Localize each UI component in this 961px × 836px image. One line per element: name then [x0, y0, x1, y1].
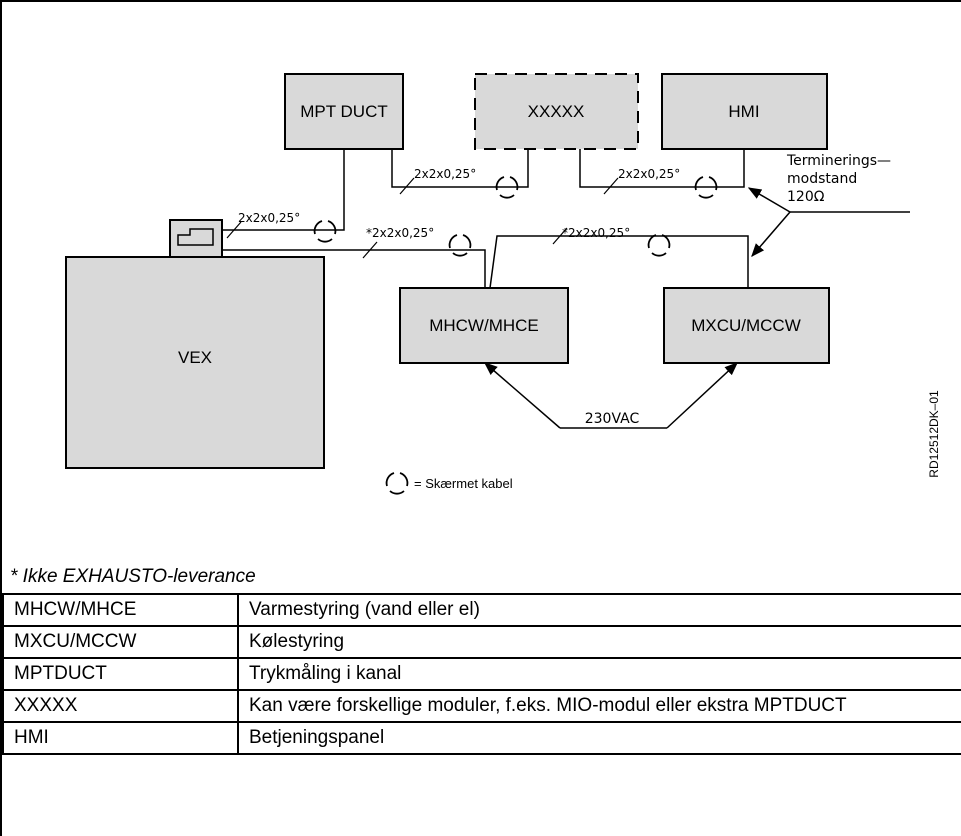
legend-code: HMI: [2, 721, 239, 755]
shield-legend: = Skærmet kabel: [414, 476, 513, 491]
legend-code: MPTDUCT: [2, 657, 239, 691]
shield-icon: [385, 472, 409, 495]
shield-icon: [495, 176, 519, 199]
label-vex: VEX: [178, 348, 212, 367]
cable-label: 2x2x0,25°: [618, 167, 680, 181]
legend-table: MHCW/MHCE Varmestyring (vand eller el) M…: [2, 593, 961, 755]
connector-icon: [177, 228, 214, 246]
box-vex: VEX: [65, 256, 325, 469]
label-hmi: HMI: [728, 102, 759, 121]
cable-label: 2x2x0,25°: [414, 167, 476, 181]
legend-desc: Varmestyring (vand eller el): [237, 593, 961, 627]
legend-code: MHCW/MHCE: [2, 593, 239, 627]
cable-label: 2x2x0,25°: [238, 211, 300, 225]
label-mpt-duct: MPT DUCT: [300, 102, 388, 121]
shield-icon: [448, 234, 472, 257]
table-row: MHCW/MHCE Varmestyring (vand eller el): [2, 593, 961, 627]
legend-code: XXXXX: [2, 689, 239, 723]
box-xxxxx: XXXXX: [474, 73, 639, 150]
cable-label: *2x2x0,25°: [366, 226, 434, 240]
shield-icon: [647, 234, 671, 257]
shield-symbols: [313, 176, 718, 495]
legend-desc: Kan være forskellige moduler, f.eks. MIO…: [237, 689, 961, 723]
cable-label: *2x2x0,25°: [562, 226, 630, 240]
box-mxcu: MXCU/MCCW: [663, 287, 830, 364]
legend-desc: Trykmåling i kanal: [237, 657, 961, 691]
legend-desc: Kølestyring: [237, 625, 961, 659]
box-hmi: HMI: [661, 73, 828, 150]
legend-desc: Betjeningspanel: [237, 721, 961, 755]
shield-icon: [694, 176, 718, 199]
cable-labels: 2x2x0,25° 2x2x0,25° 2x2x0,25° *2x2x0,25°…: [238, 167, 680, 240]
table-row: XXXXX Kan være forskellige moduler, f.ek…: [2, 689, 961, 723]
termination-line-3: 120Ω: [787, 189, 825, 205]
termination-line-2: modstand: [787, 171, 857, 187]
termination-line-1: Terminerings—: [786, 153, 891, 169]
termination-note: Terminerings— modstand 120Ω: [747, 153, 891, 258]
shield-icon: [313, 220, 337, 243]
footnote: * Ikke EXHAUSTO-leverance: [10, 566, 256, 587]
power-label: 230VAC: [585, 411, 640, 427]
label-xxxxx: XXXXX: [528, 102, 585, 121]
bus-lines: [222, 149, 910, 289]
drawing-id: RD12512DK–01: [927, 390, 941, 478]
connector-box: [169, 219, 223, 258]
cable-ticks: [226, 177, 619, 259]
box-mhcw: MHCW/MHCE: [399, 287, 569, 364]
power-supply: 230VAC: [483, 362, 738, 429]
legend-code: MXCU/MCCW: [2, 625, 239, 659]
table-row: MPTDUCT Trykmåling i kanal: [2, 657, 961, 691]
label-mhcw: MHCW/MHCE: [429, 316, 539, 335]
table-row: MXCU/MCCW Kølestyring: [2, 625, 961, 659]
box-mpt-duct: MPT DUCT: [284, 73, 404, 150]
label-mxcu: MXCU/MCCW: [691, 316, 801, 335]
table-row: HMI Betjeningspanel: [2, 721, 961, 755]
